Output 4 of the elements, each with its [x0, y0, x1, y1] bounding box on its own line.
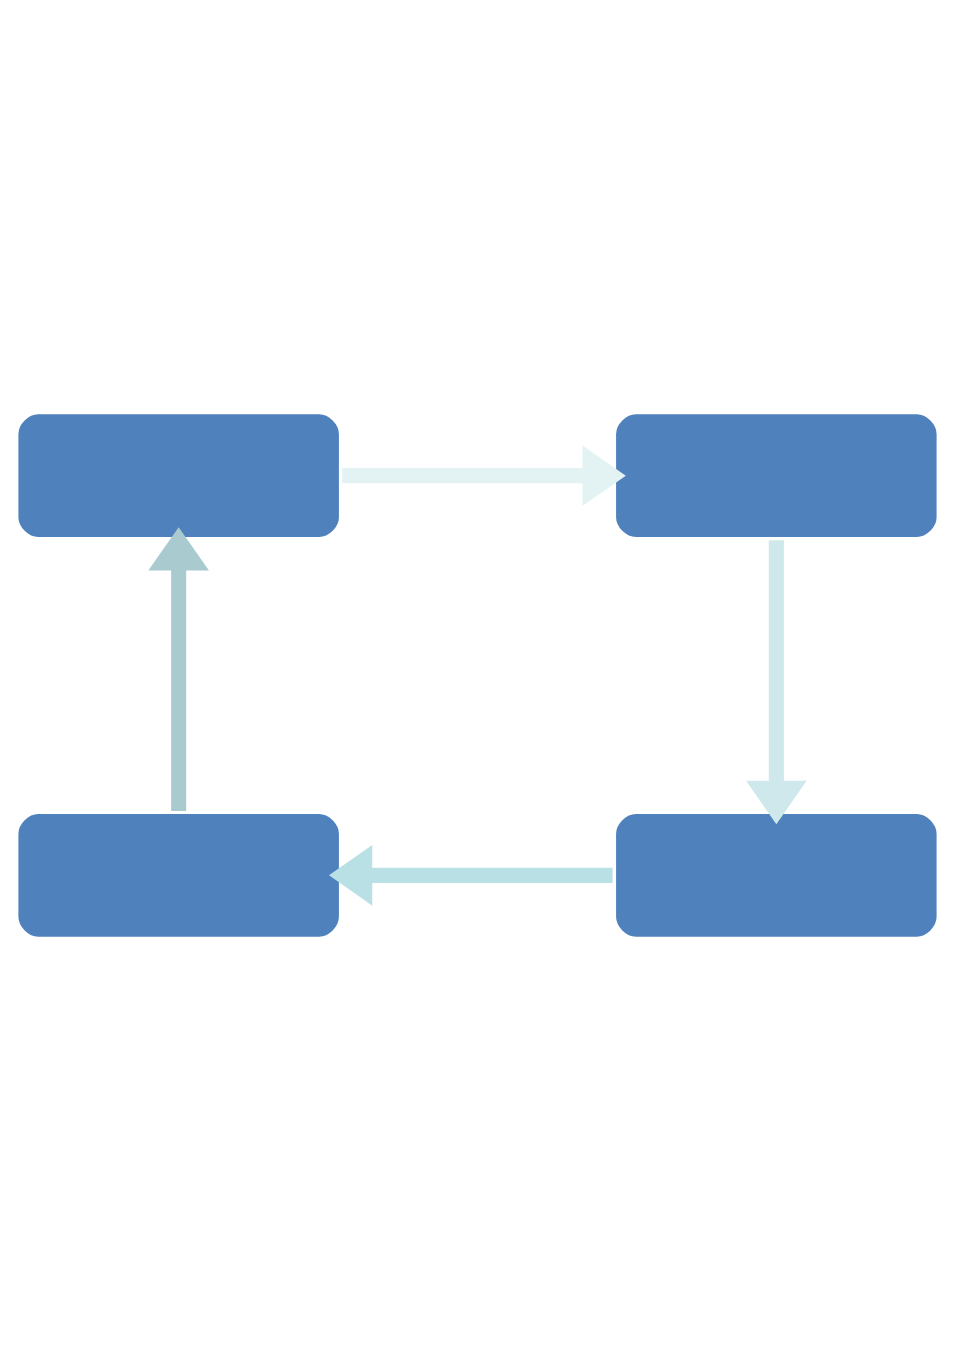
- arrow: [148, 526, 209, 811]
- arrow: [746, 539, 807, 824]
- arrow: [342, 444, 626, 506]
- arrow: [328, 844, 613, 906]
